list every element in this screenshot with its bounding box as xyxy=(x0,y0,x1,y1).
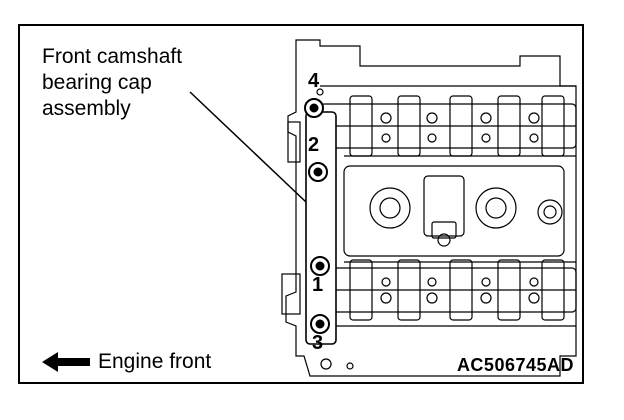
figure-code: AC506745AD xyxy=(456,355,574,375)
bolt-number-3: 3 xyxy=(312,332,324,354)
engine-front-label: Engine front xyxy=(98,350,212,373)
engine-front-legend: Engine front xyxy=(42,350,211,374)
left-arrow-icon xyxy=(42,352,90,372)
cylinder-head-drawing xyxy=(189,39,577,377)
callout-line-1: Front camshaft xyxy=(42,45,183,68)
callout-line-2: bearing cap xyxy=(42,71,152,94)
bolt-number-2: 2 xyxy=(308,134,320,156)
figure-frame: Front camshaft bearing cap assembly 4 2 … xyxy=(18,24,584,384)
bolt-number-1: 1 xyxy=(312,274,324,296)
callout-line-3: assembly xyxy=(42,97,131,120)
bolt-number-4: 4 xyxy=(308,70,320,92)
